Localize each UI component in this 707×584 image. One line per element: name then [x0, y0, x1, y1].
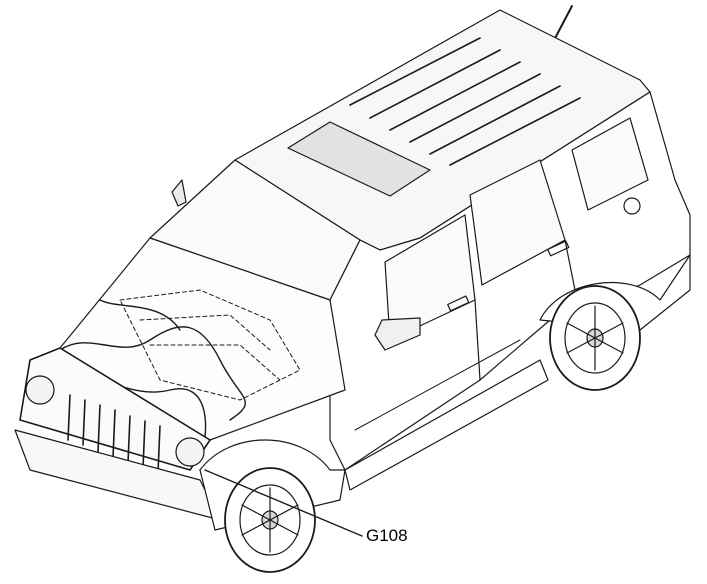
windshield-mirror: [171, 179, 187, 207]
side-mirror: [374, 317, 421, 351]
front-wheel: [224, 467, 316, 573]
rear-door-handle: [547, 240, 570, 257]
quarter-window: [571, 117, 649, 211]
rear-wheel: [549, 285, 641, 391]
fuel-door: [623, 197, 641, 215]
ground-g108-label: G108: [366, 526, 408, 545]
roof-ribs: [349, 37, 581, 166]
right-headlight: [175, 437, 205, 467]
rocker-panel: [344, 359, 549, 491]
callout-leader: [204, 469, 363, 537]
front-door-handle: [447, 295, 470, 312]
left-headlight: [25, 375, 55, 405]
sunroof: [287, 121, 431, 197]
